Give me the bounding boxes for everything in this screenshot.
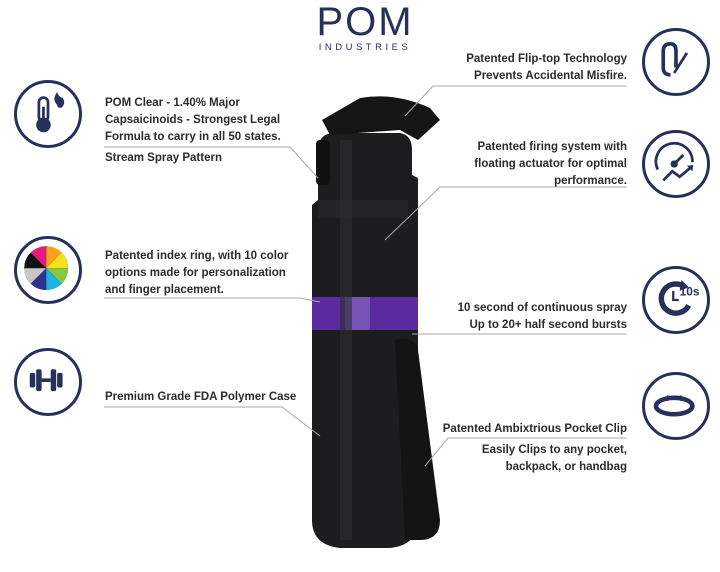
timer-10s-icon: 10s	[642, 266, 710, 334]
feature-spray-pattern-text: Stream Spray Pattern	[105, 152, 222, 164]
feature-flip-top-text: Patented Flip-top Technology Prevents Ac…	[466, 53, 627, 82]
color-wheel-icon	[14, 236, 82, 304]
feature-index-ring-text: Patented index ring, with 10 color optio…	[105, 250, 289, 296]
feature-spray-duration-text: 10 second of continuous spray Up to 20+ …	[457, 302, 627, 331]
clip-band-icon	[642, 372, 710, 440]
dumbbell-icon	[14, 348, 82, 416]
safety-pin-icon	[642, 28, 710, 96]
feature-firing-system-text: Patented firing system with floating act…	[474, 141, 627, 187]
feature-formula-text: POM Clear - 1.40% Major Capsaicinoids - …	[105, 97, 281, 143]
logo-subtitle: INDUSTRIES	[318, 42, 412, 53]
feature-clip-description-text: Easily Clips to any pocket, backpack, or…	[481, 444, 627, 473]
brand-logo: POM INDUSTRIES	[300, 2, 430, 53]
feature-case-text: Premium Grade FDA Polymer Case	[105, 391, 297, 403]
thermometer-flame-icon	[14, 80, 82, 148]
timer-label: 10s	[680, 284, 700, 298]
pepper-spray-canister	[312, 96, 440, 548]
speedometer-icon	[642, 130, 710, 198]
pocket-clip	[395, 338, 440, 540]
logo-text: POM	[316, 0, 414, 44]
feature-pocket-clip-text: Patented Ambixtrious Pocket Clip	[442, 423, 627, 435]
flip-top-cap	[322, 96, 440, 140]
